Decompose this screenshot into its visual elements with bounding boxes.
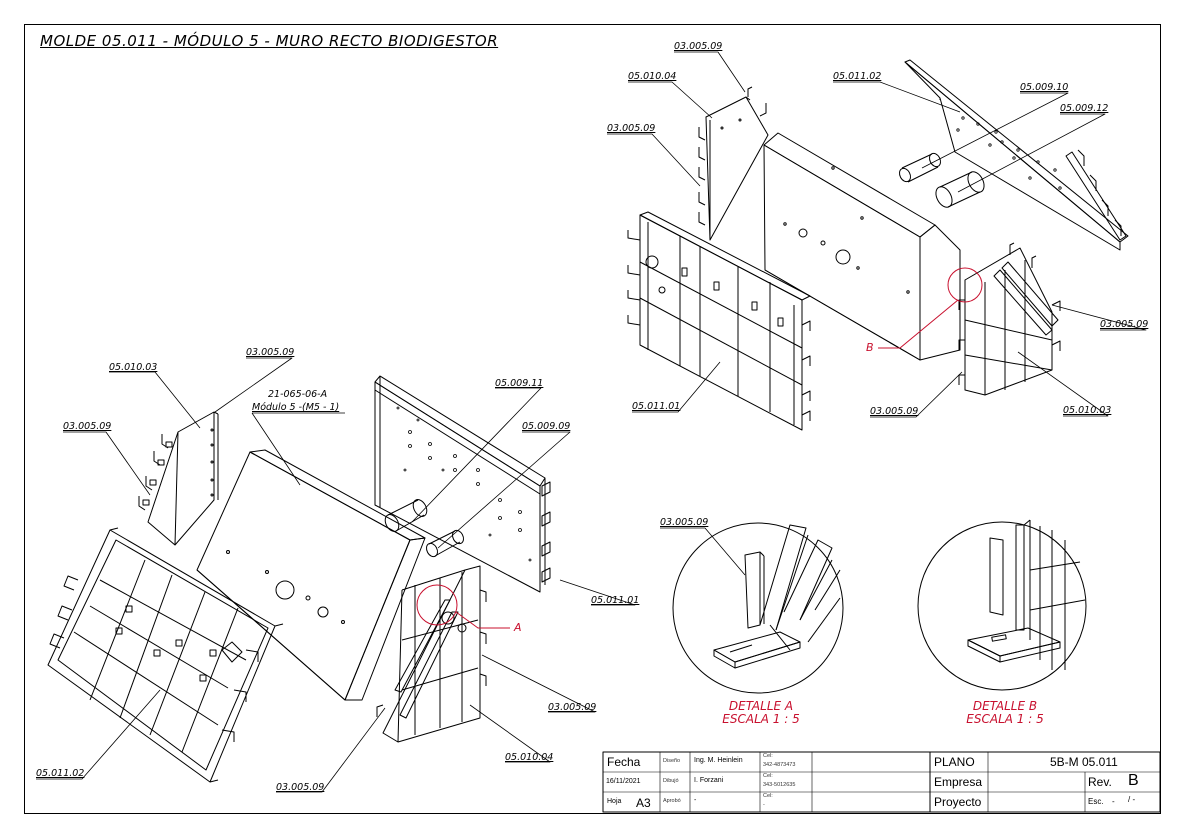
- right-thin-form: [698, 86, 769, 241]
- tb-dibujo-value: I. Forzani: [694, 777, 724, 784]
- callout-left-05-011-01: 05.011.01: [591, 595, 640, 606]
- right-central-block: [763, 132, 961, 361]
- detail-b-marker: [947, 267, 983, 303]
- right-front-frame: [627, 211, 811, 431]
- drawing-title: MOLDE 05.011 - MÓDULO 5 - MURO RECTO BIO…: [40, 32, 499, 50]
- right-cylinders: [898, 152, 985, 208]
- callout-right-05-011-02: 05.011.02: [833, 71, 882, 82]
- tb-cel-value-2: 343-5012635: [763, 782, 796, 788]
- detail-a-marker: [416, 584, 458, 626]
- tb-cel-label-3: Cel:: [763, 793, 773, 799]
- detail-b-caption: DETALLE B ESCALA 1 : 5: [960, 700, 1050, 726]
- tb-hoja-label: Hoja: [607, 798, 622, 805]
- callout-right-05-009-10: 05.009.10: [1020, 82, 1069, 93]
- right-back-plate: [904, 59, 1129, 251]
- right-assembly: [607, 51, 1147, 431]
- callout-left-05-010-04: 05.010.04: [505, 752, 554, 763]
- left-side-form: [138, 411, 219, 546]
- left-assembly: [36, 357, 636, 793]
- callout-right-05-011-01: 05.011.01: [632, 401, 681, 412]
- tb-fecha-label: Fecha: [607, 755, 641, 769]
- tb-esc-value: -: [1112, 797, 1115, 806]
- tb-rev-label: Rev.: [1088, 775, 1112, 789]
- callout-right-03-005-09-top: 03.005.09: [674, 41, 723, 52]
- callout-left-05-009-09: 05.009.09: [522, 421, 571, 432]
- left-leaders: [36, 357, 636, 793]
- callout-left-module: Módulo 5 -(M5 - 1): [252, 402, 340, 413]
- callout-left-03-005-09-bottom: 03.005.09: [276, 782, 325, 793]
- callout-left-part-code: 21-065-06-A: [268, 389, 328, 400]
- title-block: [602, 751, 1161, 813]
- tb-esc-label: Esc.: [1088, 797, 1104, 806]
- callout-right-03-005-09-right: 03.005.09: [1100, 319, 1149, 330]
- detail-b-label: B: [866, 341, 874, 354]
- detail-a-label: A: [514, 621, 522, 634]
- callout-right-05-009-12: 05.009.12: [1060, 103, 1109, 114]
- tb-cel-label-1: Cel:: [763, 753, 773, 759]
- tb-fecha-value: 16/11/2021: [606, 778, 641, 785]
- tb-proyecto-label: Proyecto: [934, 795, 982, 809]
- callout-left-05-011-02: 05.011.02: [36, 768, 85, 779]
- left-front-frame: [47, 527, 284, 783]
- left-central-block: [196, 449, 426, 701]
- detail-a-caption: DETALLE A ESCALA 1 : 5: [716, 700, 806, 726]
- callout-left-05-009-11: 05.009.11: [495, 378, 544, 389]
- left-side-form-right: [376, 565, 487, 743]
- tb-diseno-label: Diseño: [663, 758, 681, 764]
- tb-cel-value-1: 342-4873473: [763, 762, 796, 768]
- callout-left-03-005-09-right: 03.005.09: [548, 702, 597, 713]
- tb-empresa-label: Empresa: [934, 775, 983, 789]
- right-leaders: [607, 51, 1147, 418]
- tb-diseno-value: Ing. M. Heinlein: [694, 757, 743, 764]
- callout-left-05-010-03: 05.010.03: [109, 362, 158, 373]
- detail-b-scale: ESCALA 1 : 5: [966, 712, 1044, 726]
- tb-cel-value-3: -: [763, 802, 765, 808]
- tb-dibujo-label: Dibujó: [663, 778, 679, 784]
- tb-aprobo-value: -: [694, 797, 697, 804]
- callout-left-03-005-09-top: 03.005.09: [246, 347, 295, 358]
- left-back-plate: [374, 375, 551, 593]
- tb-hoja-value: A3: [636, 796, 651, 810]
- detail-a-view: [660, 522, 844, 694]
- detail-a-part-callout: 03.005.09: [660, 517, 709, 528]
- tb-cel-label-2: Cel:: [763, 773, 773, 779]
- callout-right-03-005-09-bottom: 03.005.09: [870, 406, 919, 417]
- callout-right-03-005-09-left: 03.005.09: [607, 123, 656, 134]
- tb-plano-value: 5B-M 05.011: [1050, 755, 1118, 769]
- left-cylinders: [384, 499, 465, 558]
- tb-esc-value-2: / -: [1128, 795, 1136, 804]
- detail-a-title: DETALLE A: [728, 699, 794, 713]
- detail-b-title: DETALLE B: [972, 699, 1038, 713]
- tb-rev-value: B: [1128, 772, 1139, 789]
- detail-a-scale: ESCALA 1 : 5: [722, 712, 800, 726]
- detail-b-view: [917, 519, 1087, 691]
- drawing-frame: [24, 24, 1161, 814]
- tb-aprobo-label: Aprobó: [663, 798, 681, 804]
- callout-right-05-010-03: 05.010.03: [1063, 405, 1112, 416]
- callout-right-05-010-04: 05.010.04: [628, 71, 677, 82]
- tb-plano-label: PLANO: [934, 755, 975, 769]
- callout-left-03-005-09-left: 03.005.09: [63, 421, 112, 432]
- right-side-form: [958, 242, 1061, 396]
